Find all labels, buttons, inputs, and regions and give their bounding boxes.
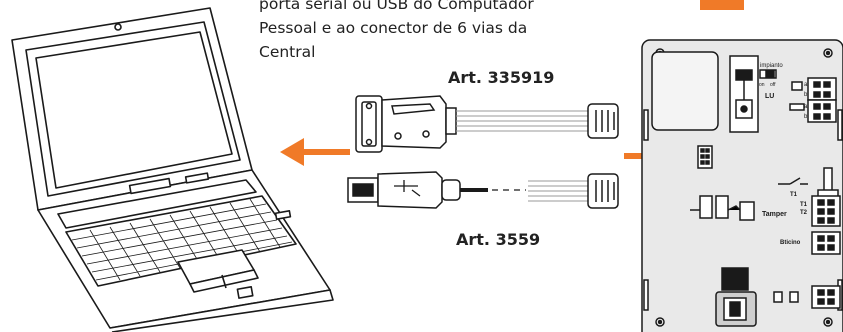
caption-line-2: Pessoal e ao conector de 6 vias da	[259, 19, 528, 37]
rj-plug-icon	[587, 103, 619, 139]
accent-square	[700, 0, 744, 10]
b-label-1: b	[804, 92, 808, 98]
usb-connector-icon	[347, 171, 461, 209]
off-label: off	[770, 82, 776, 88]
rj-plug-icon	[587, 173, 619, 209]
caption: porta serial ou USB do Computador Pessoa…	[259, 0, 599, 64]
on-label: on	[759, 82, 765, 88]
a-label-2: a	[804, 104, 808, 110]
serial-ribbon	[456, 110, 590, 132]
lu-label: LU	[765, 93, 774, 100]
usb-cable-label: Art. 3559	[456, 230, 541, 249]
brand-label: Bticino	[780, 240, 801, 246]
t1-stack-label: T1	[800, 202, 808, 208]
arrow-to-laptop	[280, 138, 350, 166]
t1-label: T1	[790, 192, 798, 198]
laptop-icon	[11, 7, 334, 332]
b-label-2: b	[804, 114, 808, 120]
t2-label: T2	[800, 210, 808, 216]
caption-line-1: porta serial ou USB do Computador	[259, 0, 534, 13]
impianto-label: impianto	[760, 63, 783, 69]
serial-connector-icon	[355, 95, 457, 153]
usb-cable	[460, 180, 590, 202]
caption-line-3: Central	[259, 43, 316, 61]
serial-cable-label: Art. 335919	[448, 68, 555, 87]
control-panel-icon	[641, 39, 843, 332]
a-label-1: a	[804, 82, 808, 88]
tamper-label: Tamper	[762, 211, 787, 218]
